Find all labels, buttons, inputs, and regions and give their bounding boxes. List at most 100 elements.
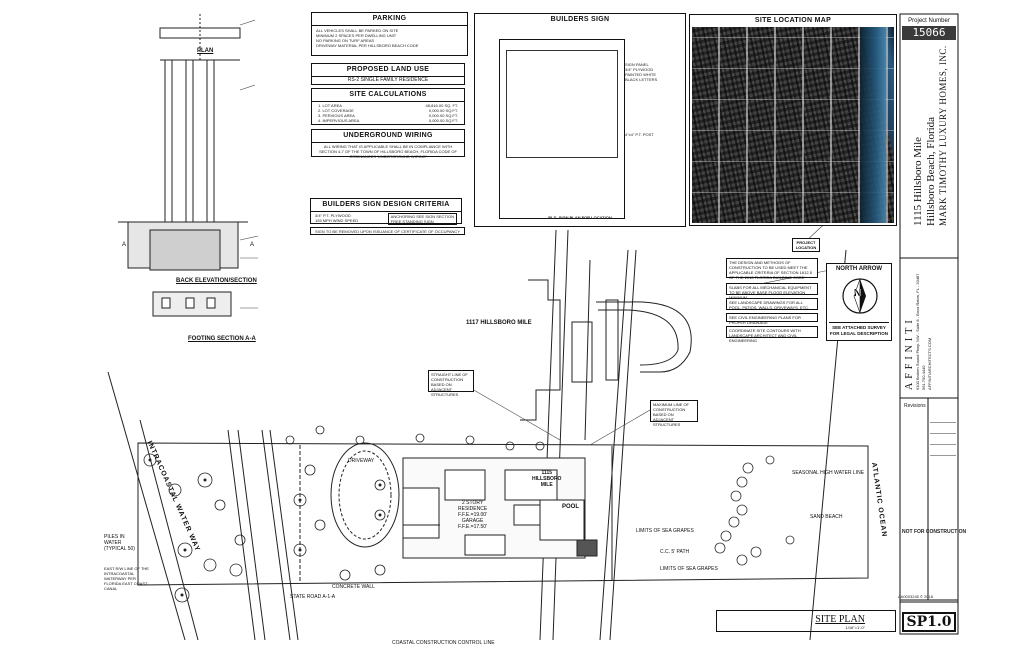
residence-label-line: 2 STORY (461, 500, 484, 506)
site-location-map-title: SITE LOCATION MAP (690, 15, 896, 27)
project-location-text: PROJECT LOCATION (795, 240, 817, 250)
sign-panel-inner (506, 50, 618, 158)
not-for-construction: NOT FOR CONSTRUCTION (902, 529, 967, 535)
neighbor-label: 1117 HILLSBORO MILE (466, 320, 532, 326)
general-note-text: THE DESIGN AND METHODS OF CONSTRUCTION T… (729, 260, 812, 280)
north-arrow-icon (842, 278, 878, 314)
builders-sign-anchor-box: ANCHORING SEE SIGN SECTION FREE STANDING… (387, 213, 457, 225)
architect-web: AFFINITIARCHITECTS.COM (927, 337, 932, 390)
calc-row: 2. LOT COVERAGE 0,000.00 SQ.FT. (318, 108, 458, 113)
client-name: MARK TIMOTHY LUXURY HOMES, INC. (938, 45, 948, 226)
general-note-5: COORDINATE SITE CONTOURS WITH LANDSCAPE … (726, 326, 818, 343)
beach-vegetation (714, 455, 795, 566)
underground-wiring-box: UNDERGROUND WIRING ALL WIRING THAT IS AP… (311, 129, 465, 159)
architect-block: AFFINITI 6100 Broken Sound Pkwy. NW - Su… (904, 273, 933, 390)
anchor-line: ANCHORING SEE SIGN SECTION (390, 214, 454, 219)
section-mark-left: A (122, 242, 127, 248)
parking-title: PARKING (312, 13, 467, 26)
lot-label: 1115 HILLSBORO MILE (532, 470, 561, 488)
architect-logo: AFFINITI (904, 316, 915, 390)
cc-path-label: C.C. 5' PATH (660, 549, 690, 555)
underground-wiring-title: UNDERGROUND WIRING (312, 130, 464, 143)
east-row-label: EAST R/W LINE OF THE INTRACOASTAL WATERW… (104, 566, 149, 591)
calc-row: 4. IMPERVIOUS AREA 0,000.00 SQ.FT. (318, 118, 458, 123)
address-line-1: 1115 Hillsboro Mile (912, 136, 924, 226)
north-arrow-title: NORTH ARROW (835, 266, 883, 272)
calc-value: 0,000.00 SQ.FT. (428, 118, 458, 123)
parking-line: MINIMUM 2 SPACES PER DWELLING UNIT (316, 33, 397, 38)
footing-section (118, 221, 248, 317)
site-location-map: SITE LOCATION MAP (689, 14, 897, 226)
straight-line-text: STRAIGHT LINE OF CONSTRUCTION BASED ON A… (431, 372, 468, 397)
underground-wiring-text: ALL WIRING THAT IS APPLICABLE SHALL BE I… (319, 144, 457, 159)
sign-side-note: 3/4" PLYWOOD (625, 67, 654, 72)
general-note-3: SEE LANDSCAPE DRAWINGS FOR ALL POOL, PAT… (726, 298, 818, 310)
builders-sign-caption: BLD. SIGN PLAN FOR LOCATION (548, 215, 612, 220)
calc-value: 48,816.00 SQ. FT. (425, 103, 458, 108)
sign-side-note: SIGN PANEL (625, 62, 649, 67)
residence-label-line: RESIDENCE (458, 506, 488, 512)
sea-grapes-label-1: LIMITS OF SEA GRAPES (636, 528, 694, 534)
builders-sign-title: BUILDERS SIGN (550, 16, 610, 23)
north-letter: N (854, 288, 862, 299)
parking-notes: ALL VEHICLES SHALL BE PARKED ON SITE MIN… (316, 28, 418, 48)
pool-label: POOL (562, 504, 580, 510)
builders-sign-panel: BUILDERS SIGN SIGN PANEL 3/4" PLYWOOD PA… (474, 13, 686, 227)
lot-label-line: HILLSBORO (532, 476, 562, 482)
sand-beach-label: SAND BEACH (810, 514, 843, 520)
project-address-block: 1115 Hillsboro Mile Hillsboro Beach, Flo… (912, 45, 949, 226)
coastal-line-label: COASTAL CONSTRUCTION CONTROL LINE (392, 640, 495, 646)
site-trees (143, 425, 545, 603)
general-note-text: COORDINATE SITE CONTOURS WITH LANDSCAPE … (729, 328, 801, 343)
builders-sign-footer-text: SIGN TO BE REMOVED UPON ISSUANCE OF CERT… (315, 229, 460, 234)
general-note-4: SEE CIVIL ENGINEERING PLANS FOR PROPER D… (726, 313, 818, 325)
sheet-title-box: SITE PLAN 1/16"=1'-0" (716, 610, 896, 632)
builders-sign-footer: SIGN TO BE REMOVED UPON ISSUANCE OF CERT… (310, 227, 465, 235)
a1a-label: STATE ROAD A-1-A (290, 594, 336, 600)
address-line-2: Hillsboro Beach, Florida (925, 116, 937, 226)
general-note-text: SLABS FOR ALL MECHANICAL EQUIPMENT TO BE… (729, 285, 812, 300)
residence-label-line: F.F.E.=17.50' (458, 524, 488, 530)
general-note-2: SLABS FOR ALL MECHANICAL EQUIPMENT TO BE… (726, 283, 818, 300)
criteria-line: 3/4" P.T. PLYWOOD (315, 213, 351, 218)
sign-side-notes: SIGN PANEL 3/4" PLYWOOD PAINTED WHITE BL… (625, 62, 657, 82)
property-boundary (137, 301, 869, 586)
builders-sign-criteria-lines: 3/4" P.T. PLYWOOD 155 MPH WIND SPEED (315, 213, 358, 223)
lot-label-line: MILE (540, 482, 553, 488)
sheet-number: SP1.0 (902, 612, 956, 632)
project-number-label: Project Number (908, 18, 950, 24)
calc-label: 2. LOT COVERAGE (318, 108, 354, 113)
residence-label-line: F.F.E.=19.00' (458, 512, 488, 518)
back-elevation-label: BACK ELEVATION/SECTION (176, 278, 257, 284)
concrete-wall-label: CONCRETE WALL (332, 584, 375, 590)
sheet-scale: 1/16"=1'-0" (845, 625, 865, 630)
site-calculations-title: SITE CALCULATIONS (312, 89, 464, 102)
general-note-text: SEE LANDSCAPE DRAWINGS FOR ALL POOL, PAT… (729, 300, 810, 310)
calc-label: 4. IMPERVIOUS AREA (318, 118, 360, 123)
lot-label-line: 1115 (541, 470, 553, 476)
max-line-callout: MAXIMUM LINE OF CONSTRUCTION BASED ON AD… (650, 400, 698, 427)
residence-label-line: GARAGE (461, 518, 484, 524)
builders-sign-criteria-box: BUILDERS SIGN DESIGN CRITERIA 3/4" P.T. … (310, 198, 462, 225)
sign-post-note: 4"x4" P.T. POST (625, 132, 654, 137)
aerial-photo (692, 27, 894, 223)
criteria-line: 155 MPH WIND SPEED (315, 218, 359, 223)
calc-label: 3. PERVIOUS AREA (318, 113, 355, 118)
straight-line-callout: STRAIGHT LINE OF CONSTRUCTION BASED ON A… (428, 370, 474, 397)
footing-section-label: FOOTING SECTION A-A (188, 336, 256, 342)
driveway (330, 442, 400, 548)
parking-box: PARKING ALL VEHICLES SHALL BE PARKED ON … (311, 12, 468, 56)
proposed-land-use-title: PROPOSED LAND USE (312, 64, 464, 77)
max-line-text: MAXIMUM LINE OF CONSTRUCTION BASED ON AD… (653, 402, 690, 427)
residence-label: 2 STORY RESIDENCE F.F.E.=19.00' GARAGE F… (458, 500, 487, 530)
general-note-text: SEE CIVIL ENGINEERING PLANS FOR PROPER D… (729, 315, 801, 325)
proposed-land-use-box: PROPOSED LAND USE RS-2 SINGLE FAMILY RES… (311, 63, 465, 85)
builders-sign-criteria-title: BUILDERS SIGN DESIGN CRITERIA (311, 199, 461, 212)
sign-side-note: BLACK LETTERS (625, 77, 658, 82)
sign-side-note: PAINTED WHITE (625, 72, 657, 77)
calc-value: 0,000.00 SQ.FT. (428, 108, 458, 113)
